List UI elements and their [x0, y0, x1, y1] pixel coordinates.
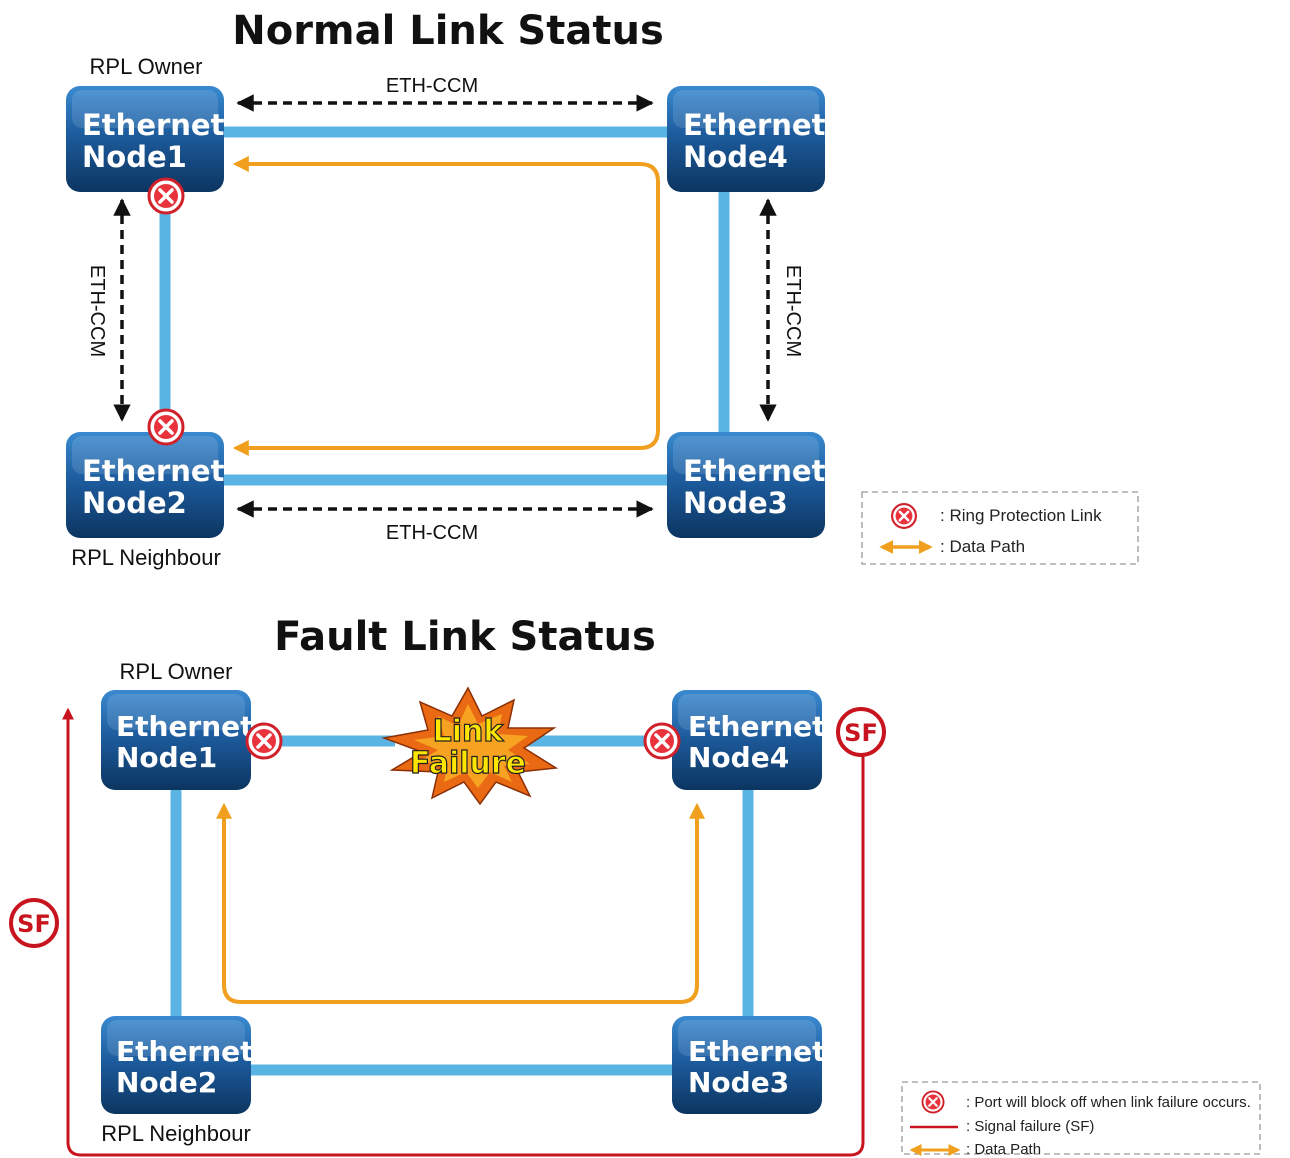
normal-node3: Ethernet Node3 [667, 432, 826, 538]
fault-node4-line2: Node4 [688, 741, 789, 774]
fault-rpl-owner-label: RPL Owner [120, 659, 233, 684]
legend-rpl-text: : Ring Protection Link [940, 506, 1102, 525]
block-icon-node4 [643, 722, 681, 760]
normal-node4: Ethernet Node4 [667, 86, 826, 192]
fault-node3-line2: Node3 [688, 1066, 789, 1099]
legend-rpl-icon [890, 502, 918, 530]
normal-node1-line2: Node1 [82, 140, 187, 174]
ccm-label-bottom: ETH-CCM [386, 522, 478, 544]
legend-fault-data-path-text: : Data Path [966, 1141, 1041, 1158]
legend-sf-text: : Signal failure (SF) [966, 1118, 1094, 1135]
normal-node4-line1: Ethernet [683, 108, 826, 142]
normal-node4-line2: Node4 [683, 140, 788, 174]
ccm-label-left: ETH-CCM [86, 265, 108, 357]
normal-title: Normal Link Status [232, 8, 664, 54]
legend-data-path-text: : Data Path [940, 537, 1025, 556]
signal-failure-path [62, 707, 865, 1157]
legend-block-icon [921, 1090, 945, 1114]
fault-title: Fault Link Status [274, 614, 656, 660]
link-failure-burst: Link Failure [381, 686, 559, 806]
normal-rpl-neighbour-label: RPL Neighbour [71, 545, 221, 570]
fault-node2-line1: Ethernet [116, 1035, 254, 1068]
fault-node4-line1: Ethernet [688, 710, 826, 743]
normal-node2-line2: Node2 [82, 486, 187, 520]
fault-node1: Ethernet Node1 [101, 690, 254, 790]
normal-node2-line1: Ethernet [82, 454, 225, 488]
normal-node1: Ethernet Node1 [66, 86, 225, 192]
sf-badge-right: SF [836, 707, 886, 757]
normal-node3-line2: Node3 [683, 486, 788, 520]
fault-node3-line1: Ethernet [688, 1035, 826, 1068]
legend-block-text: : Port will block off when link failure … [966, 1094, 1251, 1111]
data-path-fault [216, 802, 705, 1004]
data-path-normal [232, 156, 660, 456]
ccm-label-top: ETH-CCM [386, 75, 478, 97]
fault-node2-line2: Node2 [116, 1066, 217, 1099]
fault-rpl-neighbour-label: RPL Neighbour [101, 1121, 251, 1146]
sf-badge-right-text: SF [844, 719, 878, 747]
sf-badge-left: SF [9, 898, 59, 948]
normal-node1-line1: Ethernet [82, 108, 225, 142]
fault-node1-line2: Node1 [116, 741, 217, 774]
fault-node3: Ethernet Node3 [672, 1016, 826, 1114]
rpl-block-icon-node2 [147, 408, 185, 446]
sf-badge-left-text: SF [17, 910, 51, 938]
block-icon-node1 [245, 722, 283, 760]
fault-node2: Ethernet Node2 [101, 1016, 254, 1114]
link-failure-line1: Link [433, 714, 505, 749]
normal-node3-line1: Ethernet [683, 454, 826, 488]
fault-legend: : Port will block off when link failure … [901, 1081, 1261, 1158]
fault-node4: Ethernet Node4 [672, 690, 826, 790]
normal-node2: Ethernet Node2 [66, 432, 225, 538]
link-failure-line2: Failure [410, 746, 526, 781]
ccm-label-right: ETH-CCM [782, 265, 804, 357]
normal-rpl-owner-label: RPL Owner [90, 54, 203, 79]
normal-legend: : Ring Protection Link : Data Path [861, 491, 1139, 565]
rpl-block-icon-node1 [147, 177, 185, 215]
fault-node1-line1: Ethernet [116, 710, 254, 743]
